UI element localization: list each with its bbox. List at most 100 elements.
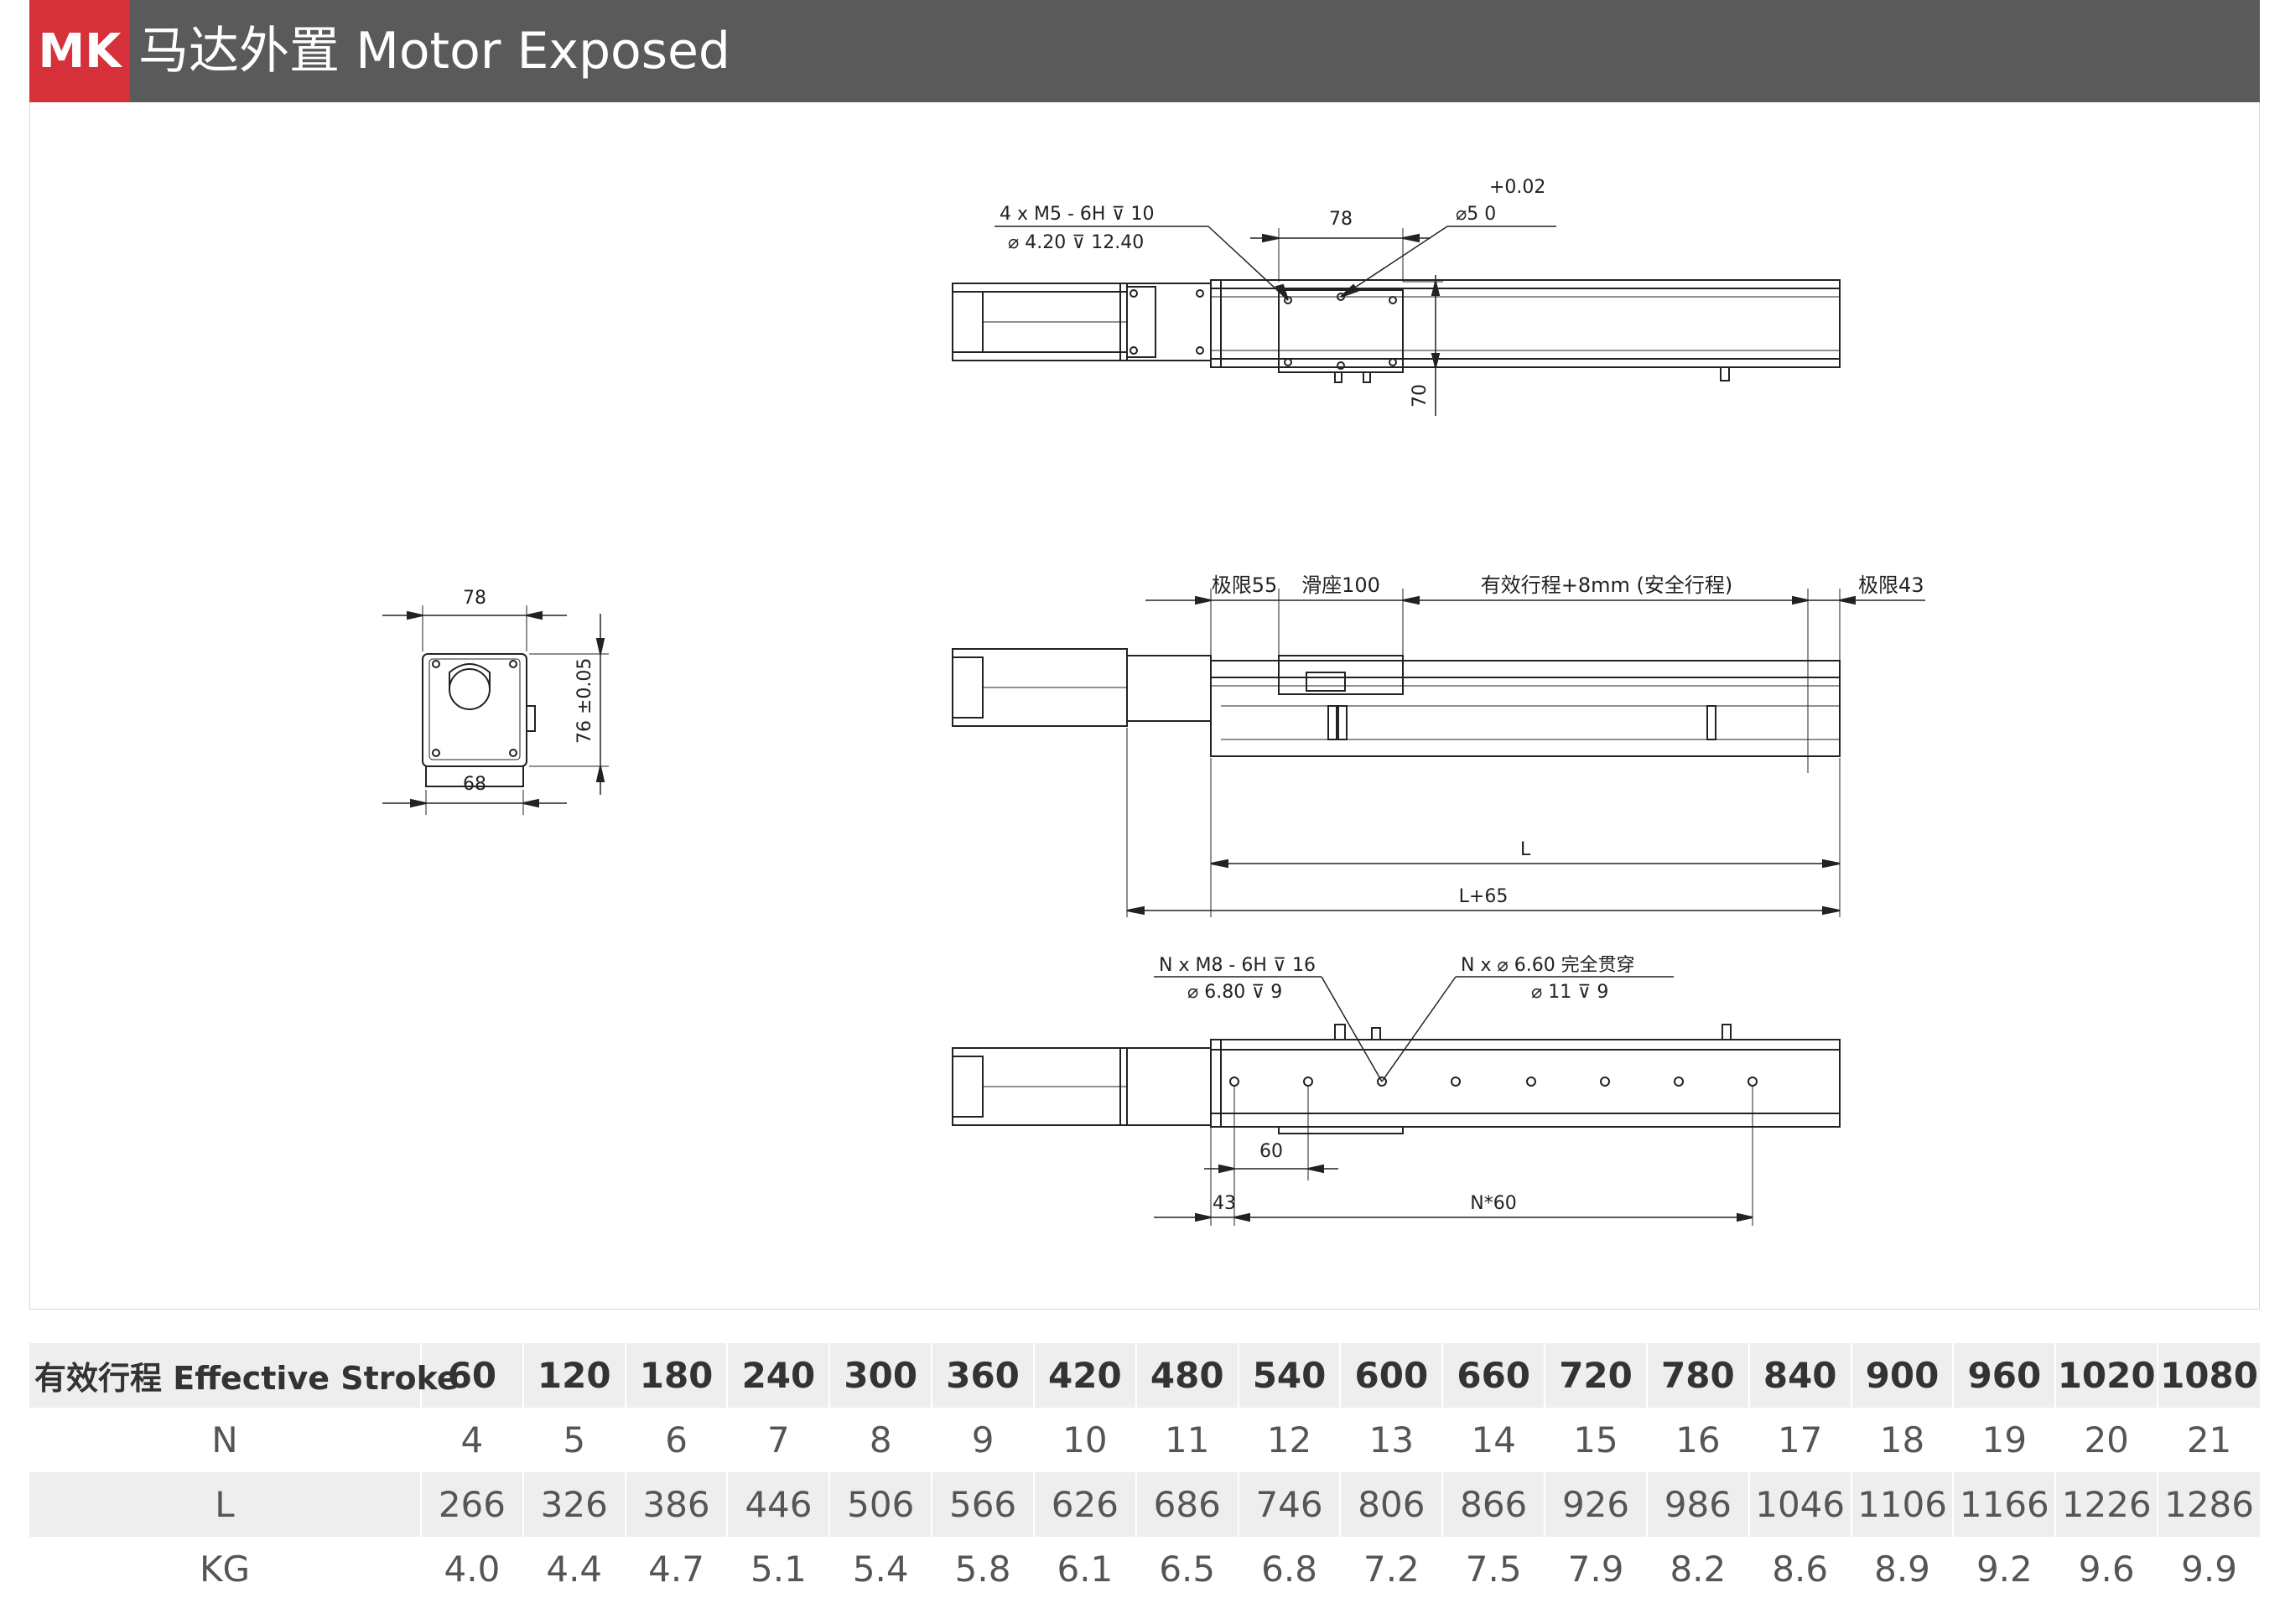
table-cell: 8.9 [1850,1537,1954,1601]
effective-stroke-label: 有效行程+8mm (安全行程) [1481,573,1733,597]
stroke-value: 420 [1032,1343,1136,1408]
table-cell: 626 [1032,1472,1136,1537]
stroke-value: 960 [1952,1343,2056,1408]
slider-top [1278,289,1404,373]
dim-span: N*60 [1470,1193,1516,1214]
stroke-value: 300 [828,1343,932,1408]
thread-callout-1: N x M8 - 6H ⊽ 16 [1159,955,1316,976]
table-cell: 12 [1237,1408,1341,1472]
table-cell: 9 [931,1408,1034,1472]
mounting-holes [1229,1077,1758,1087]
dim-height-top: 70 [1410,384,1431,407]
hole-callout-2: ⌀ 4.20 ⊽ 12.40 [1008,232,1144,253]
table-cell: 1046 [1748,1472,1851,1537]
table-cell: 17 [1748,1408,1851,1472]
table-cell: 9.6 [2054,1537,2158,1601]
table-cell: 10 [1032,1408,1136,1472]
table-cell: 13 [1339,1408,1443,1472]
table-cell: 326 [522,1472,626,1537]
table-cell: 7.5 [1441,1537,1545,1601]
stroke-value: 780 [1645,1343,1749,1408]
table-cell: 15 [1544,1408,1647,1472]
dim-L65-label: L+65 [1459,886,1509,907]
through-callout-1: N x ⌀ 6.60 完全贯穿 [1461,955,1635,976]
table-cell: 8 [828,1408,932,1472]
table-cell: 5.1 [726,1537,830,1601]
pin-callout: ⌀5 0 [1456,204,1496,225]
table-cell: 20 [2054,1408,2158,1472]
table-cell: 14 [1441,1408,1545,1472]
page-title: 马达外置 Motor Exposed [138,22,730,80]
row-label: KG [199,1549,251,1590]
stroke-value: 180 [624,1343,728,1408]
table-cell: 9.9 [2157,1537,2260,1601]
stroke-value: 900 [1850,1343,1954,1408]
slider-label: 滑座100 [1301,573,1380,597]
table-cell: 566 [931,1472,1034,1537]
table-cell: 1226 [2054,1472,2158,1537]
table-cell: 806 [1339,1472,1443,1537]
limit-right-label: 极限43 [1858,573,1924,597]
table-cell: 746 [1237,1472,1341,1537]
table-cell: 16 [1645,1408,1749,1472]
rail-body-top [1210,279,1841,368]
technical-drawing: 78 4 x M5 - 6H ⊽ 10 ⌀ 4.20 ⊽ 12.40 ⌀5 0 … [29,102,2260,1310]
table-cell: 6.1 [1032,1537,1136,1601]
table-cell: 7.9 [1544,1537,1647,1601]
end-view: 78 68 76 ±0.05 [382,588,609,815]
stroke-value: 240 [726,1343,830,1408]
table-cell: 9.2 [1952,1537,2056,1601]
table-cell: 11 [1135,1408,1239,1472]
rail-body-bottom [1210,1039,1841,1128]
end-dim-bottom: 68 [463,774,486,795]
end-dim-height: 76 ±0.05 [574,658,595,744]
table-cell: 18 [1850,1408,1954,1472]
table-cell: 506 [828,1472,932,1537]
table-cell: 386 [624,1472,728,1537]
stroke-value: 1080 [2157,1343,2260,1408]
stroke-value: 480 [1135,1343,1239,1408]
table-cell: 8.6 [1748,1537,1851,1601]
thread-callout-2: ⌀ 6.80 ⊽ 9 [1187,982,1282,1003]
row-label: L [29,1472,421,1537]
table-cell: 7.2 [1339,1537,1443,1601]
side-view: 极限55 滑座100 有效行程+8mm (安全行程) 极限43 L L+65 [952,573,1925,917]
table-cell: 5.4 [828,1537,932,1601]
bottom-view: N x M8 - 6H ⊽ 16 ⌀ 6.80 ⊽ 9 N x ⌀ 6.60 完… [952,955,1841,1226]
top-view: 78 4 x M5 - 6H ⊽ 10 ⌀ 4.20 ⊽ 12.40 ⌀5 0 … [952,177,1841,416]
table-cell: 4 [420,1408,523,1472]
table-cell: 21 [2157,1408,2260,1472]
stroke-value: 660 [1441,1343,1545,1408]
stroke-value: 600 [1339,1343,1443,1408]
model-badge: MK [29,0,130,102]
slider-side [1278,655,1404,695]
table-cell: 6.5 [1135,1537,1239,1601]
dim-pitch: 60 [1259,1141,1283,1162]
table-cell: 866 [1441,1472,1545,1537]
table-cell: 1286 [2157,1472,2260,1537]
dim-offset: 43 [1213,1193,1236,1214]
table-cell: 4.0 [420,1537,523,1601]
table-cell: 5 [522,1408,626,1472]
table-cell: 4.7 [624,1537,728,1601]
table-cell: 6 [624,1408,728,1472]
table-cell: 1106 [1850,1472,1954,1537]
page-header: MK 马达外置 Motor Exposed [29,0,2260,102]
table-cell: 5.8 [931,1537,1034,1601]
dim-slider-width-top: 78 [1329,209,1353,230]
table-cell: 4.4 [522,1537,626,1601]
table-cell: 686 [1135,1472,1239,1537]
dim-L-label: L [1520,839,1531,860]
stroke-value: 60 [420,1343,523,1408]
stroke-value: 540 [1237,1343,1341,1408]
table-cell: 1166 [1952,1472,2056,1537]
stroke-value: 1020 [2054,1343,2158,1408]
pin-tolerance: +0.02 [1489,177,1545,198]
through-callout-2: ⌀ 11 ⊽ 9 [1531,982,1608,1003]
stroke-header-label: 有效行程 Effective Stroke [29,1343,459,1408]
stroke-value: 720 [1544,1343,1647,1408]
